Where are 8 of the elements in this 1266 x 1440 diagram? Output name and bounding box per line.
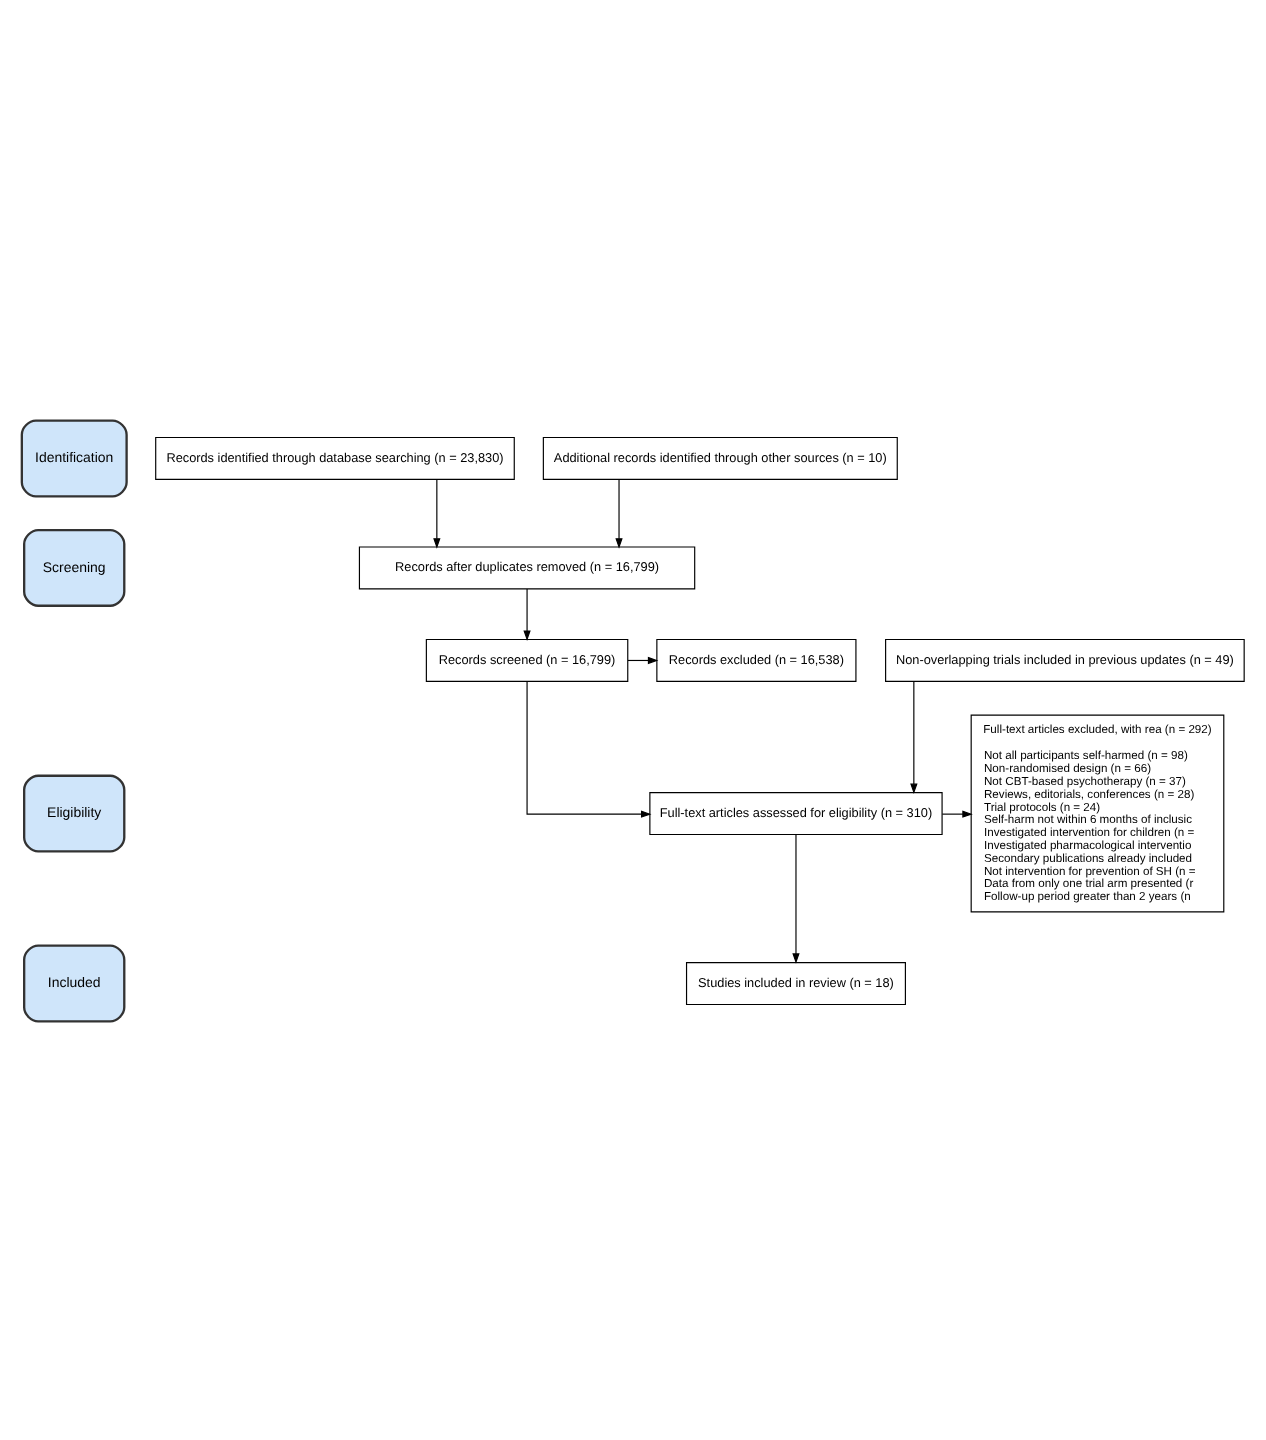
arrow <box>792 833 800 963</box>
arrow <box>615 478 623 548</box>
arrow <box>433 478 441 548</box>
arrow <box>523 587 531 640</box>
arrow <box>941 809 973 817</box>
arrow <box>627 655 659 664</box>
arrow <box>910 679 918 794</box>
arrow <box>526 679 652 817</box>
